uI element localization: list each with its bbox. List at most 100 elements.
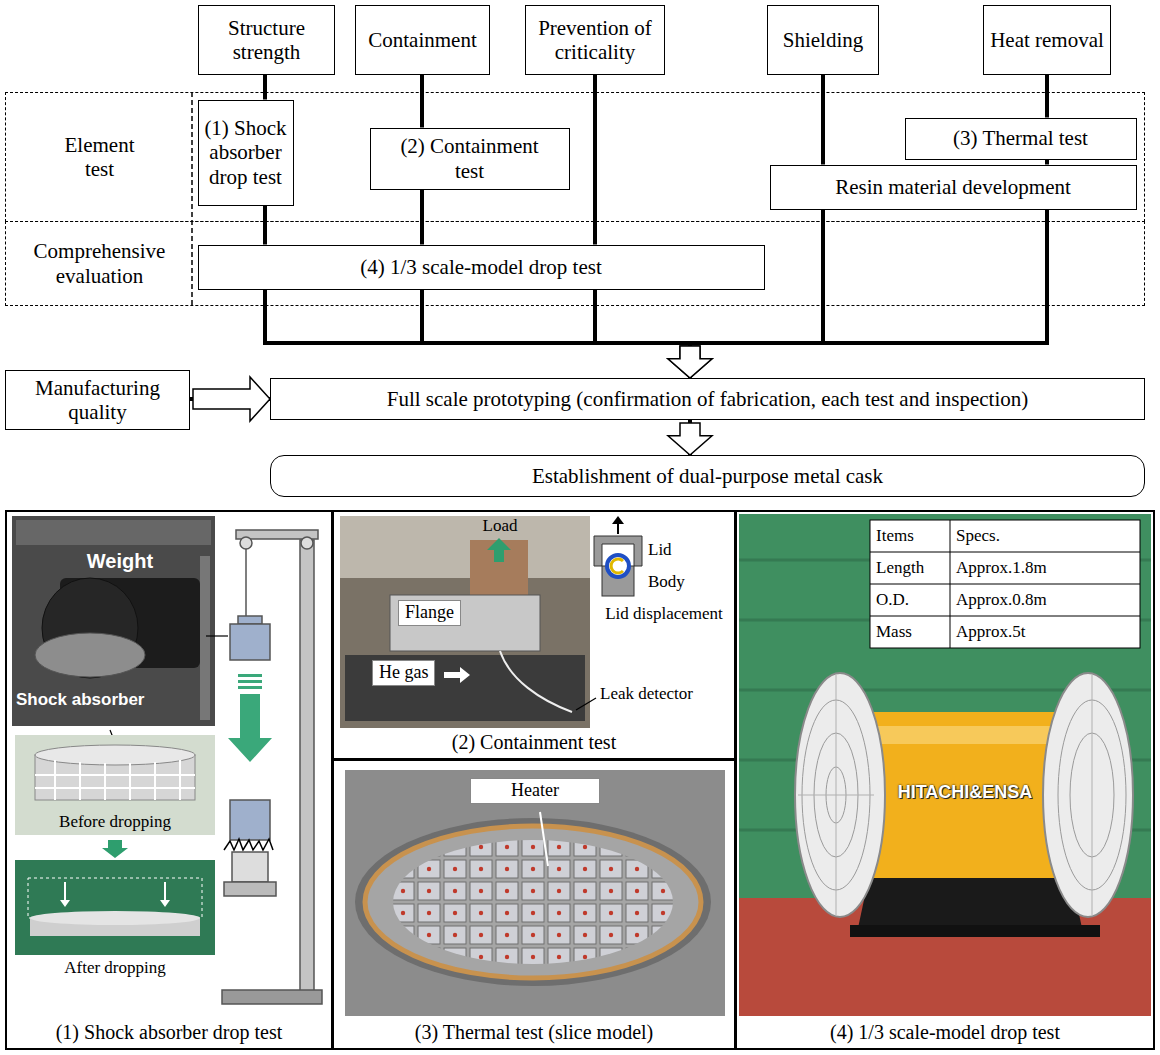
table-cell: Approx.0.8m [951, 590, 1139, 610]
drop-tower [224, 839, 273, 850]
hollow-arrow-head [668, 346, 712, 378]
node-text: Heat removal [990, 28, 1104, 52]
requirement-box: Shielding [767, 5, 879, 75]
connector-group [1047, 75, 1048, 118]
table-cell: Approx.5t [951, 622, 1139, 642]
node-text: (4) 1/3 scale-model drop test [826, 1021, 1064, 1044]
connector-line [821, 75, 825, 165]
photo-label: Load [472, 516, 528, 536]
before-drop-photo [15, 735, 215, 835]
drop-tower [224, 882, 276, 896]
lid-schematic [607, 555, 629, 577]
weight-photo [200, 556, 210, 720]
photo-panel: (4) 1/3 scale-model drop test [735, 510, 1155, 1050]
scale-model-photo [858, 872, 1082, 928]
connector-line [263, 75, 267, 100]
requirement-box: Prevention of criticality [525, 5, 665, 75]
connector-group [265, 75, 266, 100]
connector-group [668, 210, 823, 379]
process-box: Full scale prototyping (confirmation of … [270, 378, 1145, 420]
drop-tower [238, 674, 262, 677]
drop-tower [222, 990, 322, 1004]
process-box: Manufacturing quality [5, 370, 190, 430]
scale-model-photo [1092, 675, 1093, 915]
containment-photo [340, 516, 590, 728]
connector-group [422, 190, 423, 245]
drop-tower [238, 616, 262, 624]
containment-photo [340, 516, 590, 578]
after-drop-photo [30, 911, 200, 925]
callout-label: Leak detector [600, 684, 732, 704]
weight-photo [16, 520, 211, 545]
drop-tower [232, 852, 268, 882]
hollow-arrow-head [668, 346, 712, 378]
scale-model-photo [1043, 673, 1133, 917]
before-drop-photo [35, 745, 195, 765]
connector-group [190, 377, 270, 421]
step-arrow [102, 840, 128, 858]
node-text: (2) Containment test [448, 731, 620, 754]
containment-photo [444, 667, 470, 683]
weight-photo [12, 516, 215, 726]
weight-photo [12, 516, 215, 726]
thermal-photo [345, 770, 725, 1016]
node-text: (3) Thermal test [953, 126, 1088, 150]
after-drop-photo [65, 882, 165, 902]
photo-panel: (2) Containment test [332, 510, 736, 760]
stage-divider [191, 92, 193, 306]
test-stage-band: Comprehensive evaluation(4) 1/3 scale-mo… [5, 221, 1145, 306]
table-cell: Mass [871, 622, 949, 642]
photo-label: Weight [60, 549, 180, 573]
photo-panel: (1) Shock absorber drop test [5, 510, 333, 1050]
drop-tower [245, 549, 247, 616]
drop-tower [238, 686, 262, 689]
leader-line [576, 698, 596, 710]
leader-line [206, 635, 228, 636]
connector-line [420, 75, 424, 128]
containment-photo [390, 595, 540, 651]
scale-model-photo [798, 675, 874, 915]
scale-model-photo [870, 520, 1140, 648]
callout-label: He gas [372, 660, 435, 686]
node-text: Establishment of dual-purpose metal cask [532, 464, 883, 488]
drop-tower [222, 530, 322, 1004]
requirement-box: Containment [355, 5, 490, 75]
part-label: Body [648, 572, 698, 592]
thermal-photo [393, 840, 673, 964]
after-drop-photo [15, 860, 215, 955]
step-arrow [102, 840, 128, 858]
lid-schematic [611, 559, 623, 573]
node-text: Prevention of criticality [529, 16, 661, 64]
hollow-arrow-head [193, 377, 270, 421]
test-stage-band: Element test(1) Shock absorber drop test… [5, 92, 1145, 222]
drop-tower [228, 694, 272, 762]
scale-model-photo [739, 514, 1151, 1016]
callout-label: Heater [470, 778, 600, 804]
drop-tower [238, 680, 262, 683]
node-text: Element test [50, 133, 150, 181]
node-text: Containment [368, 28, 477, 52]
connector-line [420, 190, 424, 245]
node-text: Shielding [783, 28, 864, 52]
connector-group [422, 290, 712, 379]
table-cell: Length [871, 558, 949, 578]
node-text: Comprehensive evaluation [25, 239, 175, 287]
after-drop-photo [60, 900, 170, 907]
node-text: (1) Shock absorber drop test [52, 1021, 287, 1044]
part-label: Lid [648, 540, 688, 560]
process-box: (2) Containment test [370, 128, 570, 190]
connector-line [690, 210, 823, 379]
node-text: Structure strength [202, 16, 331, 64]
scale-model-photo [870, 520, 1140, 648]
table-cell: O.D. [871, 590, 949, 610]
connector-line [422, 290, 690, 379]
process-box: (3) Thermal test [905, 118, 1137, 160]
leader-line [576, 698, 596, 710]
after-drop-photo [15, 860, 215, 955]
connector-group [668, 420, 712, 455]
drop-tower [230, 800, 270, 840]
connector-group [595, 75, 596, 245]
node-text: (2) Containment test [390, 134, 550, 182]
